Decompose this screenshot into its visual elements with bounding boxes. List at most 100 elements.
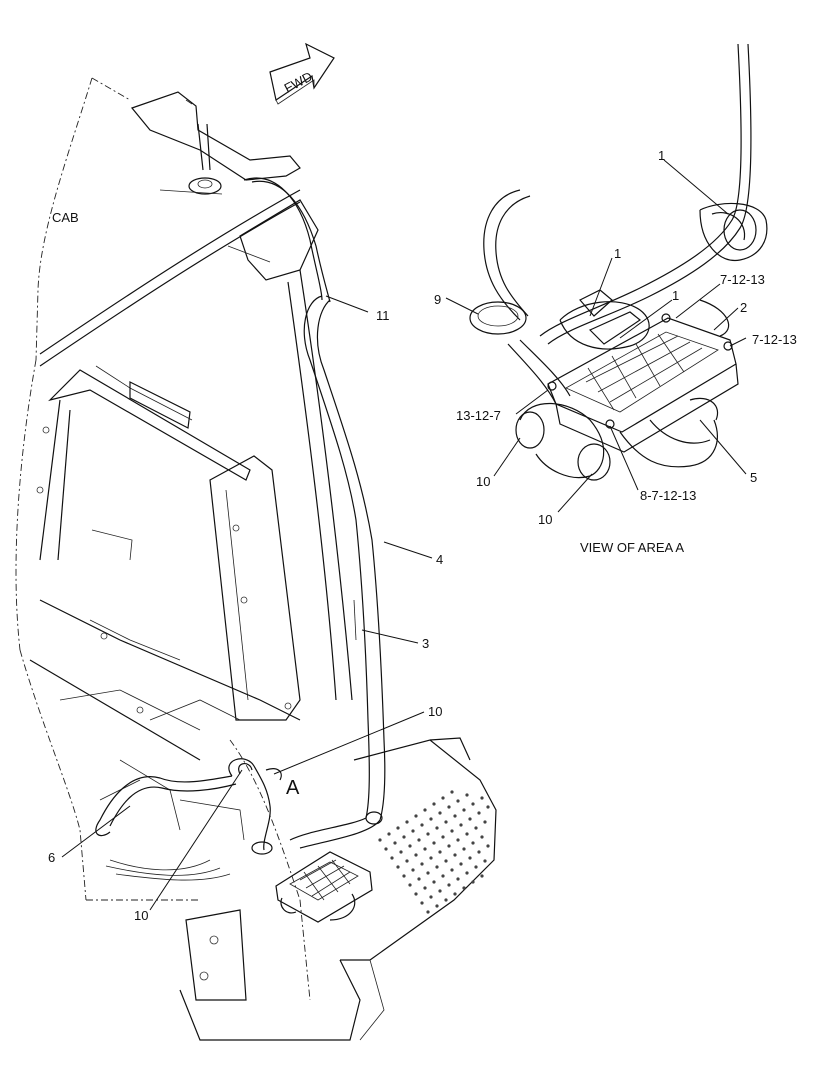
callout-10b: 10 bbox=[538, 512, 552, 527]
perforation-hole bbox=[426, 871, 430, 875]
perforation-hole bbox=[423, 886, 427, 890]
perforation-hole bbox=[429, 856, 433, 860]
perforation-hole bbox=[465, 871, 469, 875]
perforation-hole bbox=[486, 844, 490, 848]
perforation-hole bbox=[480, 796, 484, 800]
perforation-hole bbox=[474, 826, 478, 830]
perforation-hole bbox=[462, 886, 466, 890]
perforation-hole bbox=[450, 829, 454, 833]
perforation-hole bbox=[435, 865, 439, 869]
forward-arrow-icon bbox=[269, 42, 335, 105]
perforation-hole bbox=[450, 868, 454, 872]
callout-1c: 1 bbox=[672, 288, 679, 303]
perforation-hole bbox=[426, 832, 430, 836]
perforation-hole bbox=[459, 862, 463, 866]
fwd-label: FWD bbox=[282, 69, 315, 96]
perforation-hole bbox=[432, 841, 436, 845]
perforation-hole bbox=[408, 883, 412, 887]
perforation-hole bbox=[450, 790, 454, 794]
perforation-hole bbox=[396, 865, 400, 869]
cab-label: CAB bbox=[52, 210, 79, 225]
perforation-hole bbox=[444, 820, 448, 824]
perforation-hole bbox=[456, 799, 460, 803]
callout-6: 6 bbox=[48, 850, 55, 865]
perforation-hole bbox=[441, 874, 445, 878]
perforation-hole bbox=[477, 811, 481, 815]
perforation-hole bbox=[468, 856, 472, 860]
perforation-hole bbox=[456, 838, 460, 842]
perforation-hole bbox=[396, 826, 400, 830]
perforation-hole bbox=[402, 874, 406, 878]
cab-frame bbox=[29, 189, 353, 841]
perforation-hole bbox=[447, 883, 451, 887]
perforation-hole bbox=[417, 838, 421, 842]
callout-7b: 7-12-13 bbox=[752, 332, 797, 347]
perforation-hole bbox=[471, 802, 475, 806]
roof-bracket bbox=[130, 91, 301, 195]
perforation-hole bbox=[438, 850, 442, 854]
perforation-hole bbox=[474, 865, 478, 869]
perforation-hole bbox=[483, 820, 487, 824]
callout-3: 3 bbox=[422, 636, 429, 651]
perforation-hole bbox=[426, 910, 430, 914]
callout-10c: 10 bbox=[428, 704, 442, 719]
perforation-hole bbox=[420, 862, 424, 866]
perforation-hole bbox=[438, 811, 442, 815]
callout-9: 9 bbox=[434, 292, 441, 307]
cab-outline bbox=[15, 77, 311, 1001]
callout-4: 4 bbox=[436, 552, 443, 567]
perforation-hole bbox=[465, 832, 469, 836]
perforation-hole bbox=[429, 895, 433, 899]
perforation-hole bbox=[441, 835, 445, 839]
perforation-hole bbox=[447, 805, 451, 809]
callout-1a: 1 bbox=[658, 148, 665, 163]
leader-lines bbox=[61, 159, 747, 911]
perforation-hole bbox=[480, 835, 484, 839]
perforation-hole bbox=[429, 817, 433, 821]
callout-5: 5 bbox=[750, 470, 757, 485]
detail-view bbox=[469, 43, 768, 481]
perforation-hole bbox=[390, 856, 394, 860]
perforation-hole bbox=[435, 826, 439, 830]
perforation-hole bbox=[402, 835, 406, 839]
callout-2: 2 bbox=[740, 300, 747, 315]
perforation-hole bbox=[432, 802, 436, 806]
perforation-hole bbox=[477, 850, 481, 854]
perforation-hole bbox=[411, 868, 415, 872]
perforation-hole bbox=[453, 814, 457, 818]
perforation-hole bbox=[453, 853, 457, 857]
relay-box bbox=[251, 811, 383, 923]
perforation-hole bbox=[414, 853, 418, 857]
perforation-hole bbox=[393, 841, 397, 845]
perforation-hole bbox=[414, 814, 418, 818]
perforation-hole bbox=[468, 817, 472, 821]
perforation-hole bbox=[453, 892, 457, 896]
perforation-hole bbox=[438, 889, 442, 893]
callout-10d: 10 bbox=[134, 908, 148, 923]
perforation-hole bbox=[414, 892, 418, 896]
perforation-hole bbox=[486, 805, 490, 809]
callout-8: 8-7-12-13 bbox=[640, 488, 696, 503]
perforation-hole bbox=[420, 901, 424, 905]
perforation-hole bbox=[459, 823, 463, 827]
perforation-hole bbox=[465, 793, 469, 797]
floor-plate bbox=[179, 737, 497, 1041]
perforation-hole bbox=[444, 859, 448, 863]
perforation-hole bbox=[408, 844, 412, 848]
perforation-hole bbox=[387, 832, 391, 836]
perforation-hole bbox=[480, 874, 484, 878]
perforation-hole bbox=[447, 844, 451, 848]
perforation-hole bbox=[471, 880, 475, 884]
wire-harness bbox=[95, 177, 386, 881]
callout-10a: 10 bbox=[476, 474, 490, 489]
perforation-hole bbox=[462, 808, 466, 812]
perforation-hole bbox=[462, 847, 466, 851]
perforation-hole bbox=[441, 796, 445, 800]
perforation-hole bbox=[399, 850, 403, 854]
perforation-hole bbox=[471, 841, 475, 845]
perforation-pattern bbox=[378, 790, 490, 914]
callout-13: 13-12-7 bbox=[456, 408, 501, 423]
callout-7a: 7-12-13 bbox=[720, 272, 765, 287]
